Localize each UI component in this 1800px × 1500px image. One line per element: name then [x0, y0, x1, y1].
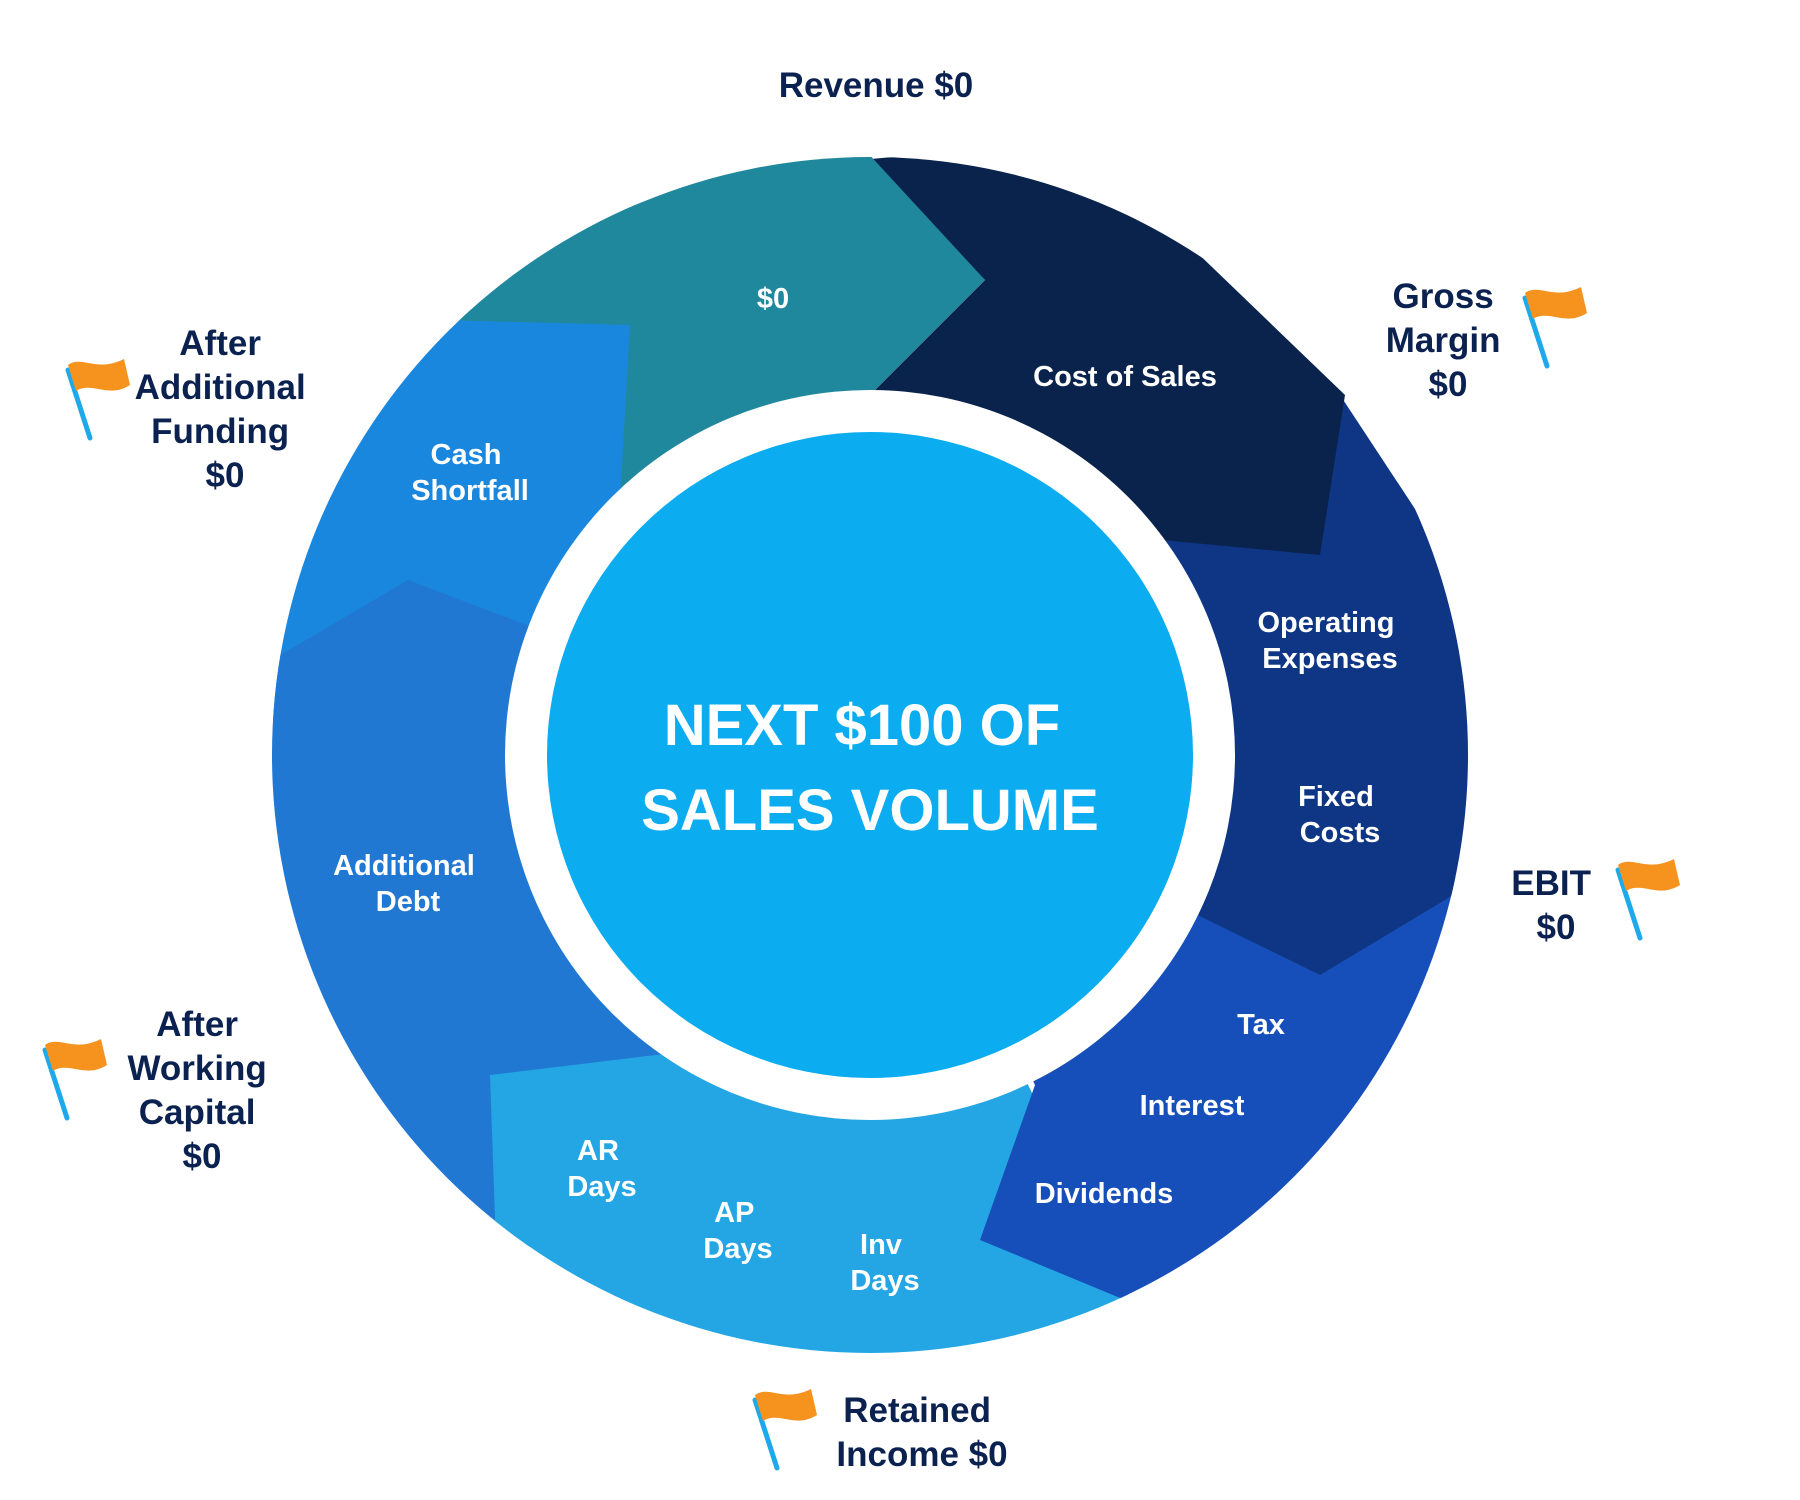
milestone-gross-margin-label: Gross Margin $0: [1386, 277, 1510, 404]
flag-retained-income-icon: [752, 1389, 817, 1471]
flag-after-working-capital-icon: [42, 1039, 107, 1121]
inv-days-label: Inv Days: [850, 1229, 919, 1297]
tax-label: Tax: [1237, 1009, 1285, 1041]
operating-expenses-label: Operating Expenses: [1257, 607, 1402, 675]
milestone-after-additional-funding-label: After Additional Funding $0: [135, 324, 316, 495]
ap-days-label: AP Days: [703, 1197, 772, 1265]
center-title-line-1: NEXT $100 OF: [664, 693, 1060, 758]
milestone-after-working-capital-label: After Working Capital $0: [127, 1005, 276, 1176]
additional-debt-label: Additional Debt: [333, 850, 483, 918]
dividends-label: Dividends: [1035, 1178, 1174, 1210]
milestone-revenue-label: Revenue $0: [779, 66, 974, 105]
ar-days-label: AR Days: [567, 1135, 636, 1203]
cost-of-sales-label: Cost of Sales: [1033, 361, 1217, 393]
fixed-costs-label: Fixed Costs: [1298, 781, 1382, 849]
flag-after-additional-funding-icon: [65, 359, 130, 441]
center-circle: [547, 432, 1193, 1078]
flag-ebit-icon: [1615, 859, 1680, 941]
cash-shortfall-label: Cash Shortfall: [411, 439, 529, 507]
milestone-ebit-label: EBIT $0: [1511, 864, 1600, 947]
milestone-retained-income-label: Retained Income $0: [836, 1391, 1007, 1474]
interest-label: Interest: [1140, 1090, 1245, 1122]
revenue-segment-label: $0: [757, 283, 789, 315]
center-title: NEXT $100 OF SALES VOLUME: [641, 693, 1099, 843]
center-title-line-2: SALES VOLUME: [641, 778, 1099, 843]
flag-gross-margin-icon: [1522, 287, 1587, 369]
